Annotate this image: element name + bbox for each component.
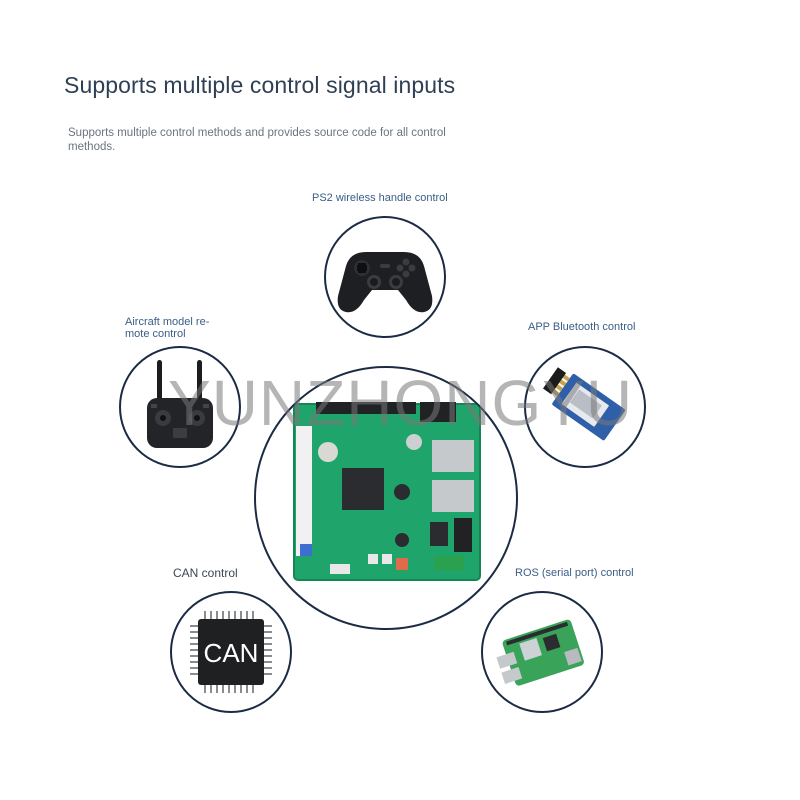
can-circle: CAN [170, 591, 292, 713]
aircraft-label-line2: mote control [125, 328, 186, 340]
controller-board-circle [254, 366, 518, 630]
aircraft-label-line1: Aircraft model re- [125, 316, 210, 328]
ps2-label: PS2 wireless handle control [312, 192, 448, 204]
can-label: CAN control [173, 566, 238, 580]
gamepad-icon [337, 252, 433, 313]
raspberry-pi-icon [496, 619, 584, 686]
page-subtitle: Supports multiple control methods and pr… [68, 127, 446, 153]
can-chip-icon: CAN [190, 611, 272, 693]
aircraft-circle [119, 346, 241, 468]
controller-board-icon [293, 402, 481, 581]
can-chip-text: CAN [204, 638, 259, 668]
ps2-circle [324, 216, 446, 338]
bluetooth-circle [524, 346, 646, 468]
ros-label: ROS (serial port) control [515, 567, 634, 579]
aircraft-label: Aircraft model re- mote control [125, 316, 209, 340]
page-title: Supports multiple control signal inputs [64, 72, 456, 98]
bluetooth-module-icon [542, 367, 625, 441]
bluetooth-label: APP Bluetooth control [528, 321, 636, 333]
ros-circle [481, 591, 603, 713]
rc-transmitter-icon [147, 360, 213, 448]
